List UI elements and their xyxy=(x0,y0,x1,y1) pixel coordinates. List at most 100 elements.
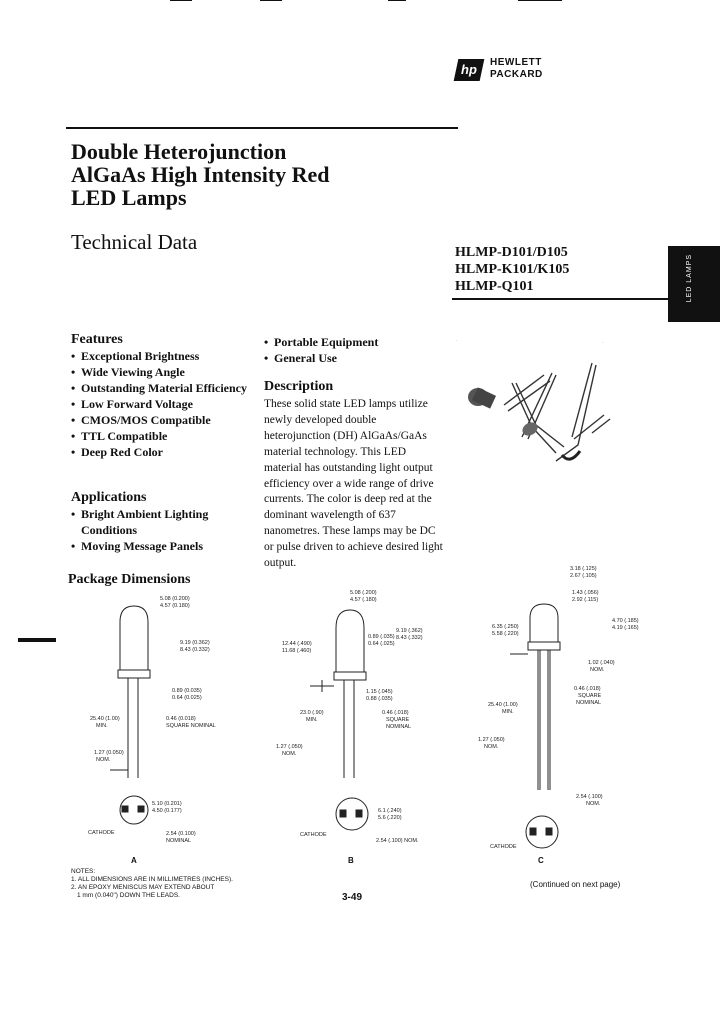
description-heading: Description xyxy=(264,379,334,394)
dim-label: 0.89 (0.035) xyxy=(172,688,202,694)
led-lamps-photo: .. xyxy=(456,337,611,462)
dim-label: NOM. xyxy=(96,757,111,763)
dim-label: SQUARE NOMINAL xyxy=(166,723,216,729)
features-continued-list: Portable Equipment General Use xyxy=(264,334,444,366)
feature-item: Portable Equipment xyxy=(264,334,444,350)
dim-label: 5.6 (.220) xyxy=(378,815,402,821)
feature-item: Deep Red Color xyxy=(71,444,261,460)
section-tab: LED LAMPS xyxy=(668,246,720,322)
note-item: 1. ALL DIMENSIONS ARE IN MILLIMETRES (IN… xyxy=(71,876,233,883)
dim-label: 2.54 (.100) xyxy=(576,794,603,800)
dim-label: 1.27 (.050) xyxy=(478,737,505,743)
part-number: HLMP-K101/K105 xyxy=(455,262,570,277)
hp-logo: hp HEWLETT PACKARD xyxy=(453,57,576,83)
dim-label: NOM. xyxy=(586,801,601,807)
dim-label: 0.64 (.025) xyxy=(368,641,395,647)
dim-label: NOMINAL xyxy=(576,700,602,706)
title-line: AlGaAs High Intensity Red xyxy=(71,162,330,187)
dim-label: NOM. xyxy=(484,744,499,750)
top-rule xyxy=(388,0,406,1)
dim-label: 4.57 (0.180) xyxy=(160,603,190,609)
dim-label: 0.46 (0.018) xyxy=(166,716,196,722)
dim-label: 4.57 (.180) xyxy=(350,597,377,603)
dim-label: 0.46 (.018) xyxy=(382,710,409,716)
package-dimensions-heading: Package Dimensions xyxy=(68,572,191,587)
dim-label: 0.64 (0.025) xyxy=(172,695,202,701)
note-item: 2. AN EPOXY MENISCUS MAY EXTEND ABOUT xyxy=(71,884,215,891)
package-c-label: C xyxy=(538,856,544,865)
dim-label: 12.44 (.490) xyxy=(282,641,312,647)
description-body: These solid state LED lamps utilize newl… xyxy=(264,398,443,570)
dim-label: 1.02 (.040) xyxy=(588,660,615,666)
features-heading: Features xyxy=(71,332,123,347)
dim-label: 1.27 (0.050) xyxy=(94,750,124,756)
dim-label: 9.19 (.362) xyxy=(396,628,423,634)
description-section: Description These solid state LED lamps … xyxy=(264,379,444,572)
feature-item: TTL Compatible xyxy=(71,428,261,444)
dim-label: 4.19 (.165) xyxy=(612,625,639,631)
dim-label: MIN. xyxy=(502,709,514,715)
package-b-label: B xyxy=(348,856,354,865)
top-rule xyxy=(518,0,562,1)
margin-mark xyxy=(18,638,56,642)
continued-note: (Continued on next page) xyxy=(530,880,621,889)
dim-label: 0.89 (.035) xyxy=(368,634,395,640)
application-item: Bright Ambient Lighting Conditions xyxy=(71,506,261,538)
dim-label: 4.70 (.185) xyxy=(612,618,639,624)
dim-label: 11.68 (.460) xyxy=(282,648,312,654)
dim-label: 9.19 (0.362) xyxy=(180,640,210,646)
part-number: HLMP-D101/D105 xyxy=(455,245,568,260)
part-number: HLMP-Q101 xyxy=(455,279,534,294)
logo-line-2: PACKARD xyxy=(490,69,543,80)
note-item: 1 mm (0.040") DOWN THE LEADS. xyxy=(77,892,180,899)
dim-label: 4.50 (0.177) xyxy=(152,808,182,814)
section-tab-text: LED LAMPS xyxy=(686,254,693,303)
title-line: Double Heterojunction xyxy=(71,139,287,164)
dim-label: 2.54 (0.100) xyxy=(166,831,196,837)
features-continued: Portable Equipment General Use xyxy=(264,334,444,366)
dim-label: 23.0 (.90) xyxy=(300,710,324,716)
page-number: 3-49 xyxy=(342,892,363,903)
dim-label: SQUARE xyxy=(386,717,410,723)
package-c-drawing xyxy=(510,603,561,849)
notes-heading: NOTES: xyxy=(71,868,96,875)
dim-label: 3.18 (.125) xyxy=(570,566,597,572)
dim-label: 5.08 (.200) xyxy=(350,590,377,596)
application-item: Moving Message Panels xyxy=(71,538,261,554)
dim-label: 25.40 (1.00) xyxy=(488,702,518,708)
dim-label: 1.15 (.045) xyxy=(366,689,393,695)
title-rule xyxy=(66,127,458,129)
notes: NOTES: 1. ALL DIMENSIONS ARE IN MILLIMET… xyxy=(71,868,233,900)
top-rule xyxy=(170,0,192,1)
applications-section: Applications Bright Ambient Lighting Con… xyxy=(71,490,261,554)
part-numbers: HLMP-D101/D105 HLMP-K101/K105 HLMP-Q101 xyxy=(455,244,569,295)
dim-label: 5.08 (0.200) xyxy=(160,596,190,602)
dim-label: 6.1 (.240) xyxy=(378,808,402,814)
top-rule xyxy=(260,0,282,1)
dim-label: SQUARE xyxy=(578,693,602,699)
dim-label: 0.46 (.018) xyxy=(574,686,601,692)
feature-item: Low Forward Voltage xyxy=(71,396,261,412)
dim-label: 2.67 (.105) xyxy=(570,573,597,579)
cathode-label: CATHODE xyxy=(88,830,115,836)
cathode-label: CATHODE xyxy=(300,832,327,838)
dim-label: NOMINAL xyxy=(166,838,192,844)
dim-label: NOM. xyxy=(282,751,297,757)
hp-badge-icon: hp xyxy=(453,59,485,81)
feature-item: Outstanding Material Efficiency xyxy=(71,380,261,396)
applications-list: Bright Ambient Lighting Conditions Movin… xyxy=(71,506,261,554)
dim-label: 5.10 (0.201) xyxy=(152,801,182,807)
dim-label: NOMINAL xyxy=(386,724,412,730)
document-subtitle: Technical Data xyxy=(71,230,198,254)
dim-label: 2.92 (.115) xyxy=(572,597,599,603)
dim-label: 1.27 (.050) xyxy=(276,744,303,750)
feature-item: Exceptional Brightness xyxy=(71,348,261,364)
feature-item: CMOS/MOS Compatible xyxy=(71,412,261,428)
dim-label: 25.40 (1.00) xyxy=(90,716,120,722)
features-section: Features Exceptional Brightness Wide Vie… xyxy=(71,332,261,460)
dim-label: MIN. xyxy=(306,717,318,723)
feature-item: General Use xyxy=(264,350,444,366)
document-title: Double Heterojunction AlGaAs High Intens… xyxy=(71,140,431,209)
svg-text:.: . xyxy=(602,339,603,345)
dim-label: 5.58 (.220) xyxy=(492,631,519,637)
